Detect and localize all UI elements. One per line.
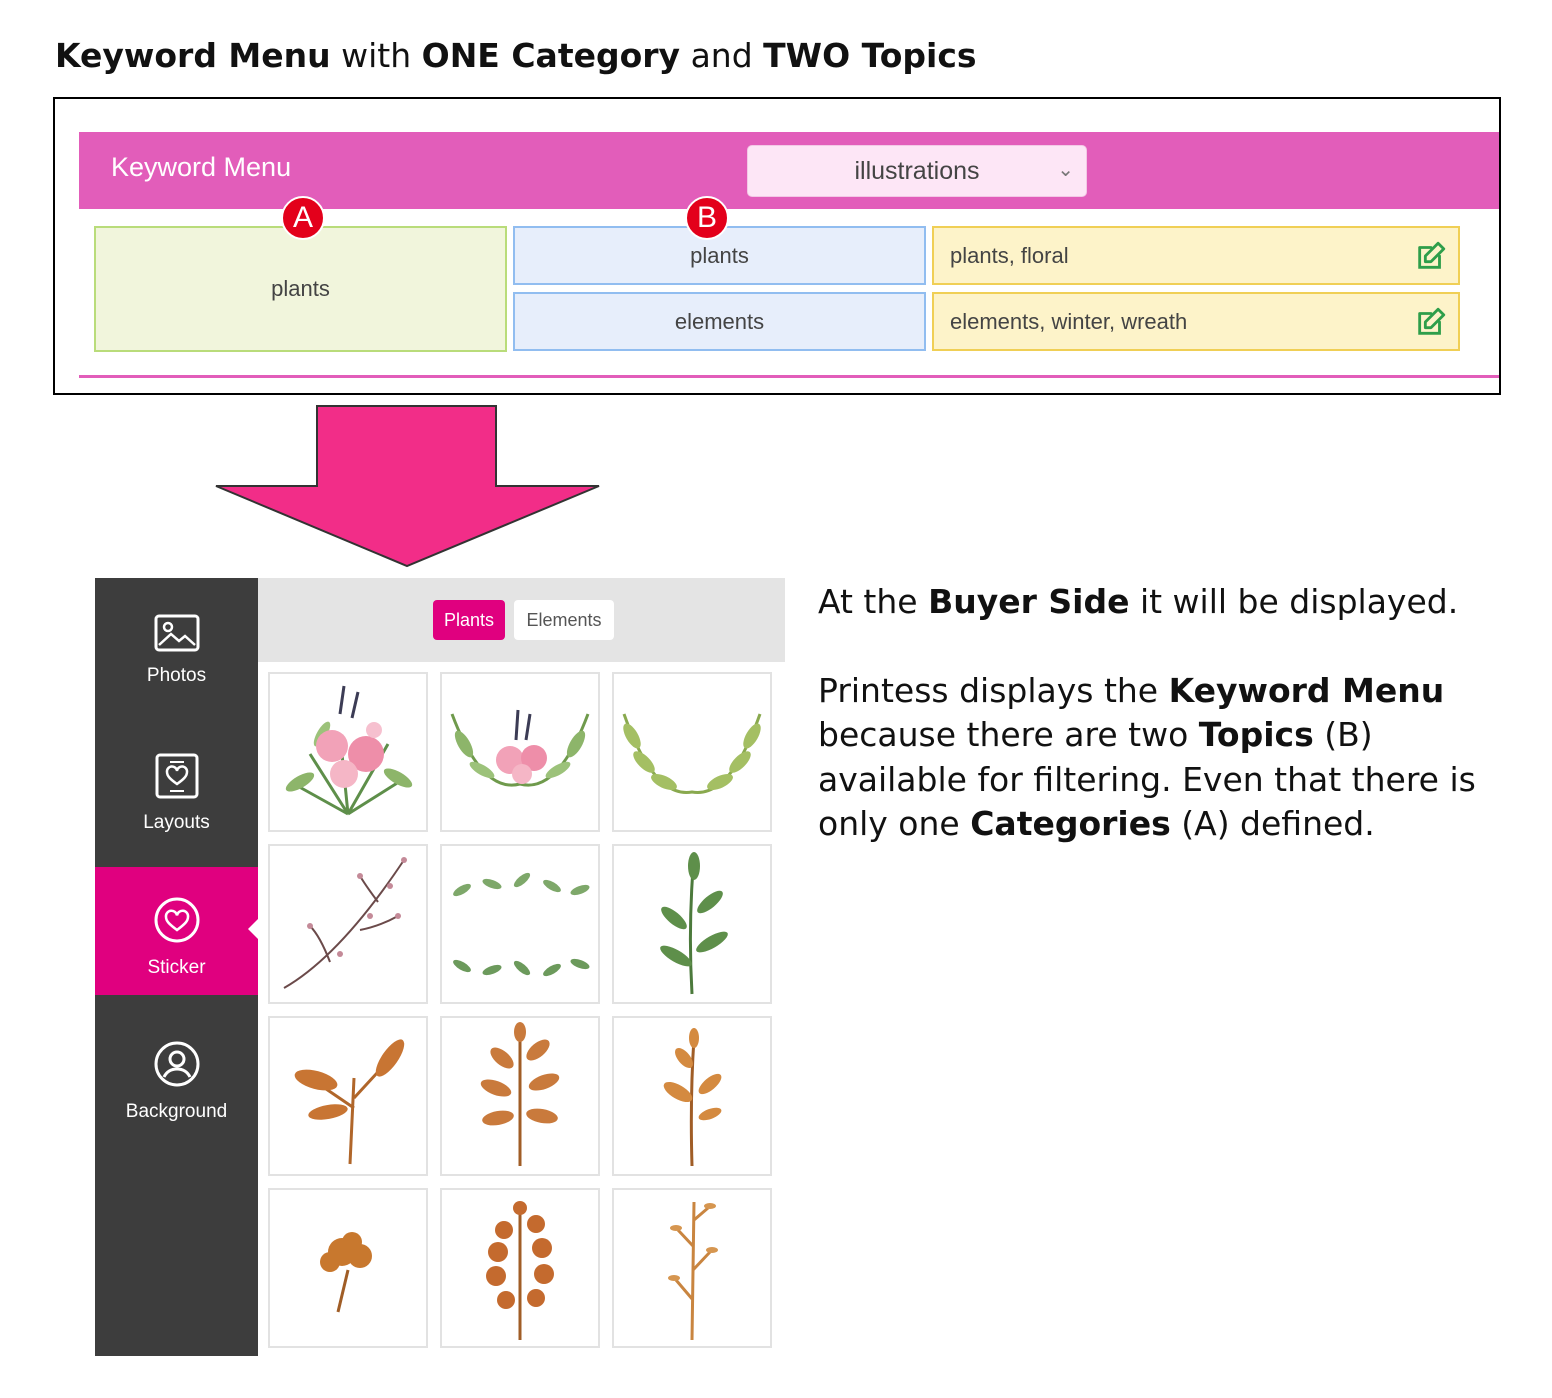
eucalyptus-branch-image xyxy=(486,1201,554,1340)
sidebar-item-sticker[interactable]: Sticker xyxy=(95,867,258,995)
sticker-tile[interactable] xyxy=(612,844,772,1004)
layout-icon xyxy=(155,753,198,799)
heading-two-topics: TWO Topics xyxy=(763,36,977,75)
sticker-tile[interactable] xyxy=(268,1188,428,1348)
description-bold: Categories xyxy=(970,804,1171,843)
sidebar-item-layouts[interactable]: Layouts xyxy=(95,722,258,850)
description-bold: Topics xyxy=(1198,715,1314,754)
description-bold: Buyer Side xyxy=(928,582,1130,621)
keyword-select-value: illustrations xyxy=(854,157,980,185)
heading-text: and xyxy=(680,36,764,75)
heading-one-category: ONE Category xyxy=(421,36,681,75)
sticker-tile[interactable] xyxy=(440,1016,600,1176)
sidebar-item-photos[interactable]: Photos xyxy=(95,578,258,706)
keywords-cell-elements[interactable]: elements, winter, wreath xyxy=(932,292,1460,351)
description-text: At the xyxy=(818,582,929,621)
description-paragraph: At the Buyer Side it will be displayed. xyxy=(818,580,1518,625)
tab-plants[interactable]: Plants xyxy=(433,600,505,640)
dried-twig-image xyxy=(668,1201,718,1341)
description-text: (B) available for filtering. Even that t… xyxy=(818,715,1487,843)
active-indicator xyxy=(248,919,258,939)
keywords-cell-plants[interactable]: plants, floral xyxy=(932,226,1460,285)
description-bold: Keyword Menu xyxy=(1168,670,1445,710)
sidebar-item-label: Background xyxy=(125,1101,228,1122)
chevron-down-icon: ⌄ xyxy=(1057,157,1074,181)
sticker-tile[interactable] xyxy=(440,1188,600,1348)
autumn-sprig-image xyxy=(663,1028,722,1167)
user-circle-icon xyxy=(154,1041,199,1087)
keyword-menu-title: Keyword Menu xyxy=(111,152,292,182)
sticker-tile[interactable] xyxy=(268,672,428,832)
leaf-wreath-image xyxy=(622,713,762,795)
arrow-down-icon xyxy=(215,405,600,568)
badge-b: B xyxy=(685,196,729,240)
sidebar: Photos Layouts Sticker xyxy=(95,578,258,1356)
description-text: it will be displayed. xyxy=(1129,582,1459,621)
keyword-menu-header: Keyword Menu illustrations ⌄ xyxy=(79,132,1499,209)
autumn-branch-image xyxy=(480,1022,560,1166)
description-text: Printess displays the xyxy=(818,670,1169,710)
sticker-tile[interactable] xyxy=(440,672,600,832)
page-heading: Keyword Menu with ONE Category and TWO T… xyxy=(55,36,977,75)
topic-cell-elements[interactable]: elements xyxy=(513,292,926,351)
description-text: (A) defined. xyxy=(1170,804,1375,843)
buyer-side-editor: Photos Layouts Sticker xyxy=(95,578,785,1356)
keywords-label: plants, floral xyxy=(950,242,1069,268)
keywords-label: elements, winter, wreath xyxy=(950,308,1188,334)
description-paragraph: Printess displays the Keyword Menu becau… xyxy=(818,669,1518,847)
sticker-tile[interactable] xyxy=(440,844,600,1004)
autumn-leaf-image xyxy=(294,1039,405,1165)
edit-icon[interactable] xyxy=(1414,239,1448,273)
floral-arch-image xyxy=(450,709,590,787)
sidebar-item-label: Photos xyxy=(146,665,207,686)
edit-icon[interactable] xyxy=(1414,305,1448,339)
heading-text: with xyxy=(330,36,422,75)
topic-tabs-bar: Plants Elements xyxy=(258,578,785,662)
sticker-tile[interactable] xyxy=(612,1016,772,1176)
sticker-tile[interactable] xyxy=(268,844,428,1004)
greenery-frame-image xyxy=(453,872,590,977)
blossom-branch-image xyxy=(283,857,407,989)
sidebar-item-background[interactable]: Background xyxy=(95,1011,258,1139)
floral-bouquet-image xyxy=(285,685,413,816)
keyword-select[interactable]: illustrations ⌄ xyxy=(747,145,1087,197)
tab-elements[interactable]: Elements xyxy=(514,600,614,640)
heading-keyword-menu: Keyword Menu xyxy=(55,36,331,75)
sticker-heart-icon xyxy=(154,897,199,943)
category-label: plants xyxy=(271,276,330,301)
keyword-menu-divider xyxy=(79,375,1499,378)
sticker-tile[interactable] xyxy=(612,1188,772,1348)
image-icon xyxy=(154,614,199,652)
dried-flower-image xyxy=(320,1232,372,1313)
green-sprig-image xyxy=(660,852,728,995)
topic-label: elements xyxy=(674,308,765,334)
sticker-tile[interactable] xyxy=(268,1016,428,1176)
description: At the Buyer Side it will be displayed. … xyxy=(818,580,1518,847)
description-text: because there are two xyxy=(818,670,1455,754)
topic-label: plants xyxy=(690,242,749,268)
keyword-menu-panel: Keyword Menu illustrations ⌄ plants plan… xyxy=(53,97,1501,395)
sidebar-item-label: Layouts xyxy=(143,812,210,833)
badge-a: A xyxy=(281,196,325,240)
category-cell[interactable]: plants xyxy=(94,226,507,352)
sticker-tile[interactable] xyxy=(612,672,772,832)
sidebar-item-label: Sticker xyxy=(147,957,206,978)
